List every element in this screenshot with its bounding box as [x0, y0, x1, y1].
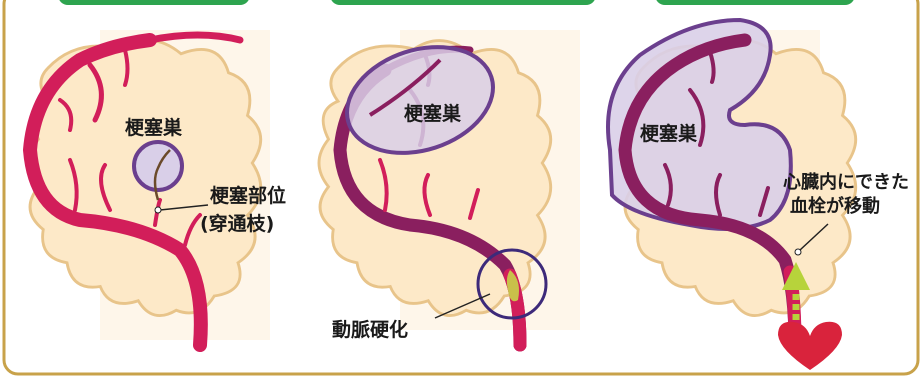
cause-label-line2: 血栓が移動 — [790, 195, 880, 217]
panel-tab-2 — [330, 0, 596, 5]
infarct-label: 梗塞巣 — [640, 122, 698, 145]
panel-tab-1 — [58, 0, 250, 5]
site-label-line1: 梗塞部位 — [210, 184, 286, 207]
cause-label-line1: 心臓内にできた — [783, 171, 909, 193]
site-marker — [155, 207, 161, 213]
infarct-label: 梗塞巣 — [404, 102, 462, 125]
panel-tab-3 — [655, 0, 855, 5]
cause-label: 動脈硬化 — [332, 318, 408, 341]
infarct-label: 梗塞巣 — [125, 116, 183, 139]
embolus-marker — [795, 249, 801, 255]
site-label-line2: (穿通枝) — [200, 212, 274, 235]
